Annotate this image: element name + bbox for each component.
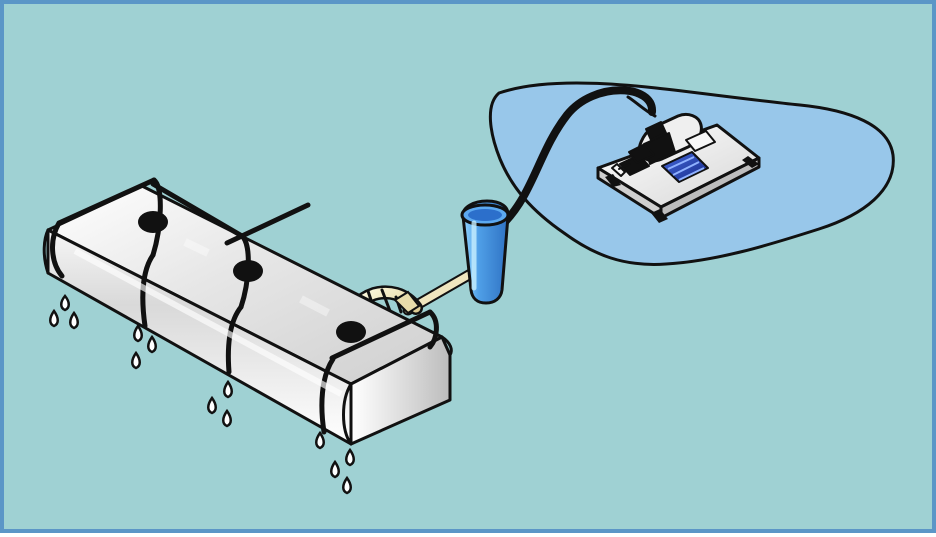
water-drop-icon (50, 296, 78, 328)
grow-hole-2 (233, 260, 263, 282)
hydroponic-system-diagram (4, 4, 936, 537)
grow-hole-1 (138, 211, 168, 233)
filter-icon (462, 201, 508, 303)
water-drop-icon (208, 382, 232, 426)
grow-hole-3 (336, 321, 366, 343)
grow-bed-icon (44, 180, 451, 444)
